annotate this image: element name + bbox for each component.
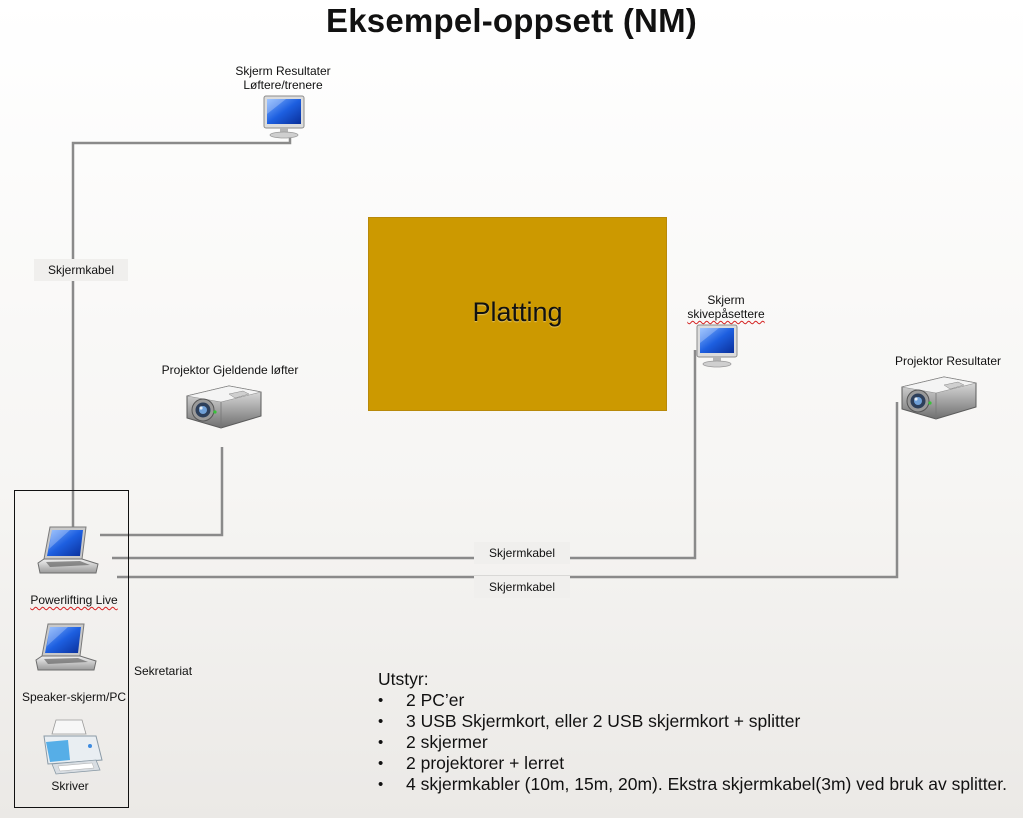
cable-projector-results (117, 402, 899, 579)
monitor-icon (696, 324, 738, 368)
monitor-plates-label-line2: skivepåsettere (687, 307, 765, 321)
page-title: Eksempel-oppsett (NM) (326, 2, 697, 39)
cable-label-left: Skjermkabel (34, 259, 128, 281)
monitor-results-label-line1: Skjerm Resultater (235, 64, 331, 78)
projector-icon (901, 376, 977, 420)
cable-label-middle-lower: Skjermkabel (474, 576, 570, 598)
equipment-heading: Utstyr: (378, 669, 429, 689)
equipment-items: 2 PC’er 3 USB Skjermkort, eller 2 USB sk… (378, 690, 1018, 795)
monitor-results-label-line2: Løftere/trenere (243, 78, 323, 92)
monitor-plates-label-line1: Skjerm (707, 293, 745, 307)
cable-monitor-results (71, 137, 292, 528)
list-item: 4 skjermkabler (10m, 15m, 20m). Ekstra s… (378, 774, 1018, 795)
projector-icon (186, 385, 262, 429)
laptop-speaker-label: Speaker-skjerm/PC (21, 690, 127, 704)
platform-area (368, 217, 667, 411)
printer-label: Skriver (51, 779, 89, 793)
monitor-results-label: Skjerm Resultater Løftere/trenere (218, 64, 348, 92)
laptop-powerlifting-label: Powerlifting Live (30, 593, 118, 607)
monitor-plates-label: Skjerm skivepåsettere (666, 293, 786, 321)
projector-results-label: Projektor Resultater (894, 354, 1002, 368)
secretariat-box (14, 490, 129, 808)
list-item: 2 projektorer + lerret (378, 753, 1018, 774)
cable-lines (71, 137, 899, 579)
equipment-list: Utstyr: 2 PC’er 3 USB Skjermkort, eller … (378, 669, 1018, 795)
monitor-icon (263, 95, 305, 139)
cable-projector-current (100, 447, 224, 537)
list-item: 2 PC’er (378, 690, 1018, 711)
projector-current-label: Projektor Gjeldende løfter (161, 363, 299, 377)
list-item: 2 skjermer (378, 732, 1018, 753)
list-item: 3 USB Skjermkort, eller 2 USB skjermkort… (378, 711, 1018, 732)
secretariat-label: Sekretariat (134, 664, 193, 678)
platform-label: Platting (472, 297, 563, 327)
cable-label-middle-upper: Skjermkabel (474, 542, 570, 564)
cable-monitor-plates (112, 350, 697, 560)
